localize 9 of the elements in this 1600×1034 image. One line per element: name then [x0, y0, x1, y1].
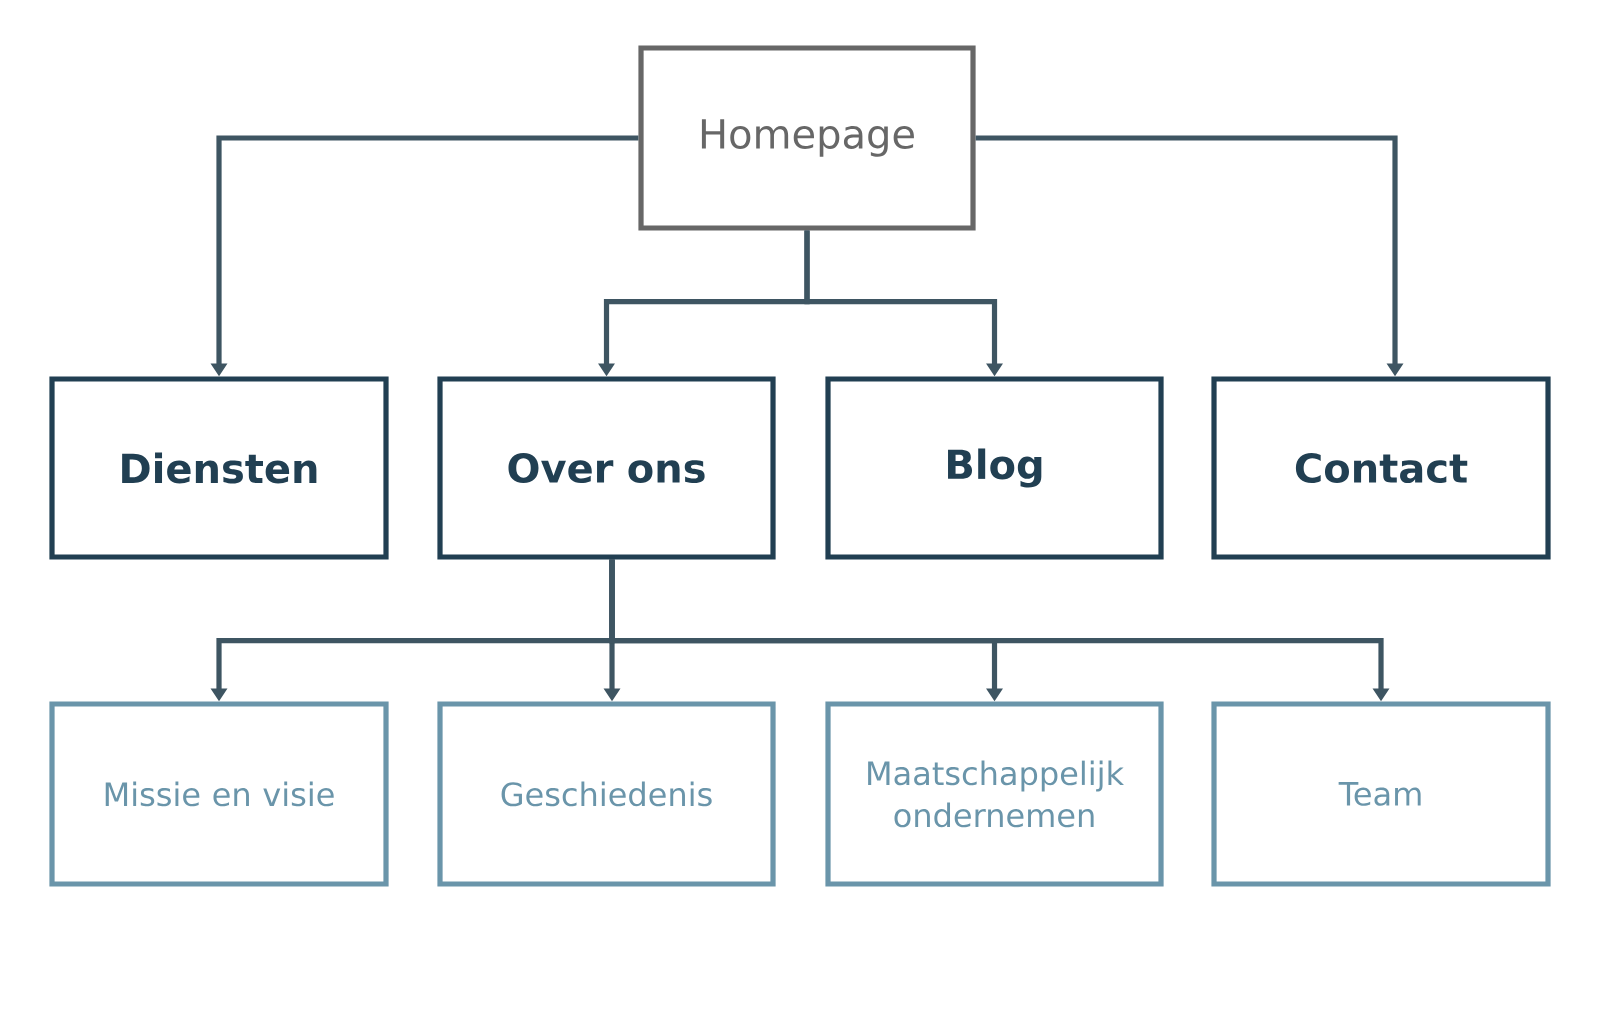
page-box: Maatschappelijk ondernemen: [825, 701, 1164, 887]
page-box: Over ons: [437, 376, 776, 560]
page-box: Contact: [1211, 376, 1551, 560]
page-box: Diensten: [49, 376, 389, 560]
page-box: Missie en visie: [49, 701, 389, 887]
page-box: Blog: [825, 376, 1164, 560]
page-box: Team: [1211, 701, 1551, 887]
page-box: Geschiedenis: [437, 701, 776, 887]
page-box: Homepage: [638, 45, 976, 231]
